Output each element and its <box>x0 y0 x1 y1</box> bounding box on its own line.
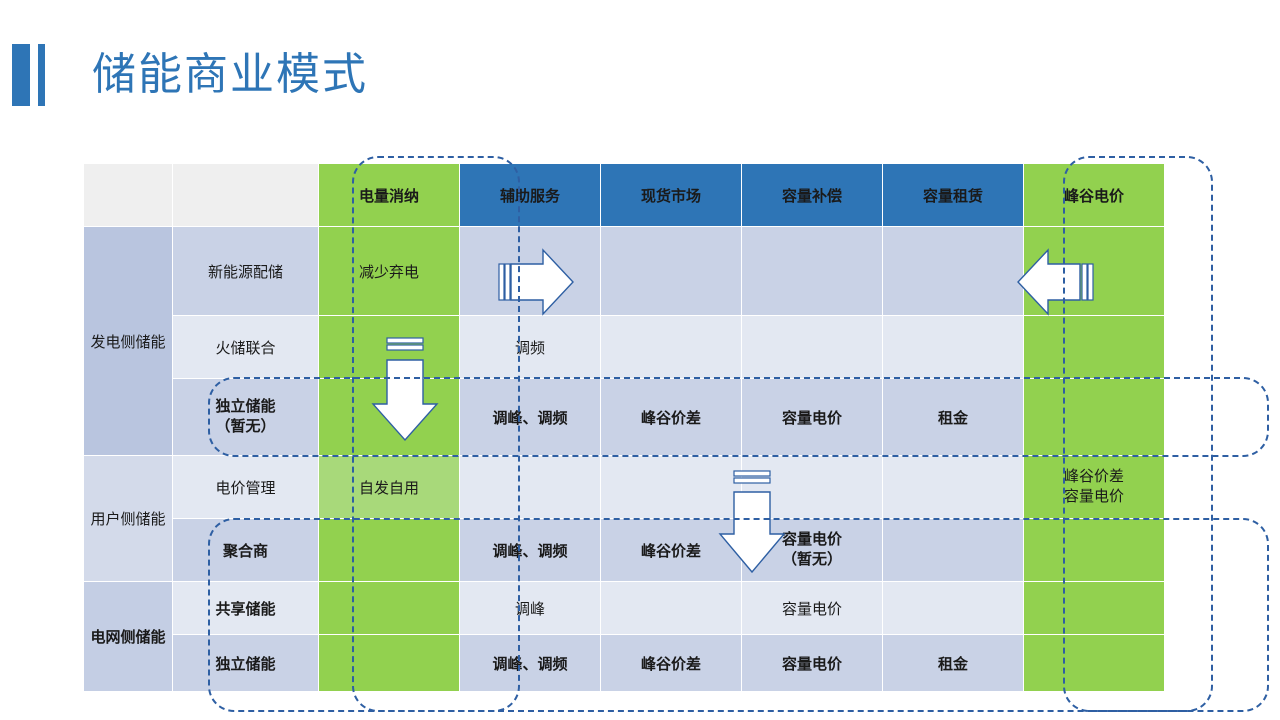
cell-r6c0 <box>318 634 460 692</box>
cell-r4c2: 峰谷价差 <box>600 518 742 582</box>
cell-r3c1 <box>459 455 601 519</box>
cell-r6c1: 调峰、调频 <box>459 634 601 692</box>
row-label-new-energy-storage: 新能源配储 <box>172 226 319 316</box>
group-label-grid-side: 电网侧储能 <box>83 581 173 692</box>
row-label-thermal-storage-combined: 火储联合 <box>172 315 319 379</box>
cell-r2c1: 调峰、调频 <box>459 378 601 456</box>
cell-r0c4 <box>882 226 1024 316</box>
cell-r4c0 <box>318 518 460 582</box>
cell-r2c3: 容量电价 <box>741 378 883 456</box>
table-row: 聚合商 调峰、调频 峰谷价差 容量电价 （暂无） <box>84 518 1165 582</box>
business-model-matrix: 电量消纳 辅助服务 现货市场 容量补偿 容量租赁 峰谷电价 发电侧储能 新能源配… <box>83 163 1165 692</box>
table-row: 发电侧储能 新能源配储 减少弃电 <box>83 226 1165 456</box>
cell-r1c5 <box>1023 315 1165 379</box>
cell-r5c5 <box>1023 581 1165 635</box>
cell-r3c5: 峰谷价差 容量电价 <box>1023 455 1165 519</box>
cell-r2c5 <box>1023 378 1165 456</box>
row-label-independent-storage: 独立储能 <box>172 634 319 692</box>
cell-r0c1 <box>459 226 601 316</box>
column-header-capacity-compensation: 容量补偿 <box>741 163 883 227</box>
cell-r3c3 <box>741 455 883 519</box>
row-label-aggregator: 聚合商 <box>172 518 319 582</box>
cell-r6c4: 租金 <box>882 634 1024 692</box>
title-bar: 储能商业模式 <box>0 44 1280 106</box>
column-header-capacity-leasing: 容量租赁 <box>882 163 1024 227</box>
title-accent-bar-secondary <box>38 44 45 106</box>
row-label-shared-storage: 共享储能 <box>172 581 319 635</box>
table-header-row: 电量消纳 辅助服务 现货市场 容量补偿 容量租赁 峰谷电价 <box>83 163 1165 227</box>
cell-r4c5 <box>1023 518 1165 582</box>
table-row: 用户侧储能 电价管理 自发自用 峰谷价差 容量电价 <box>83 455 1165 582</box>
cell-r1c4 <box>882 315 1024 379</box>
cell-r1c0 <box>318 315 460 379</box>
cell-r1c2 <box>600 315 742 379</box>
group-label-generation-side: 发电侧储能 <box>83 226 173 456</box>
cell-r2c4: 租金 <box>882 378 1024 456</box>
row-label-price-management: 电价管理 <box>172 455 319 519</box>
cell-r0c3 <box>741 226 883 316</box>
cell-r5c3: 容量电价 <box>741 581 883 635</box>
cell-r5c1: 调峰 <box>459 581 601 635</box>
cell-r1c3 <box>741 315 883 379</box>
table-row: 独立储能 （暂无） 调峰、调频 峰谷价差 容量电价 租金 <box>84 378 1165 456</box>
column-header-ancillary-service: 辅助服务 <box>459 163 601 227</box>
header-corner-blank <box>83 163 173 227</box>
table-row: 火储联合 调频 <box>84 315 1165 379</box>
cell-r4c4 <box>882 518 1024 582</box>
cell-r5c0 <box>318 581 460 635</box>
cell-r5c2 <box>600 581 742 635</box>
cell-r0c5 <box>1023 226 1165 316</box>
cell-r3c4 <box>882 455 1024 519</box>
cell-r6c2: 峰谷价差 <box>600 634 742 692</box>
group-label-user-side: 用户侧储能 <box>83 455 173 582</box>
cell-r4c1: 调峰、调频 <box>459 518 601 582</box>
cell-r3c0: 自发自用 <box>318 455 460 519</box>
title-accent-bar-primary <box>12 44 30 106</box>
cell-r4c3: 容量电价 （暂无） <box>741 518 883 582</box>
cell-r1c1: 调频 <box>459 315 601 379</box>
table-row: 独立储能 调峰、调频 峰谷价差 容量电价 租金 <box>84 634 1165 692</box>
header-corner-blank-2 <box>172 163 319 227</box>
cell-r0c0: 减少弃电 <box>318 226 460 316</box>
row-label-independent-storage-none: 独立储能 （暂无） <box>172 378 319 456</box>
column-header-spot-market: 现货市场 <box>600 163 742 227</box>
column-header-peak-valley-price: 峰谷电价 <box>1023 163 1165 227</box>
column-header-electricity-consumption: 电量消纳 <box>318 163 460 227</box>
cell-r3c2 <box>600 455 742 519</box>
cell-r6c3: 容量电价 <box>741 634 883 692</box>
page-title: 储能商业模式 <box>92 50 368 99</box>
row-label-line1: 独立储能 （暂无） <box>215 398 276 435</box>
cell-r0c2 <box>600 226 742 316</box>
table-row: 电网侧储能 共享储能 调峰 容量电价 <box>83 581 1165 692</box>
cell-r2c0 <box>318 378 460 456</box>
cell-r5c4 <box>882 581 1024 635</box>
cell-r2c2: 峰谷价差 <box>600 378 742 456</box>
cell-r6c5 <box>1023 634 1165 692</box>
